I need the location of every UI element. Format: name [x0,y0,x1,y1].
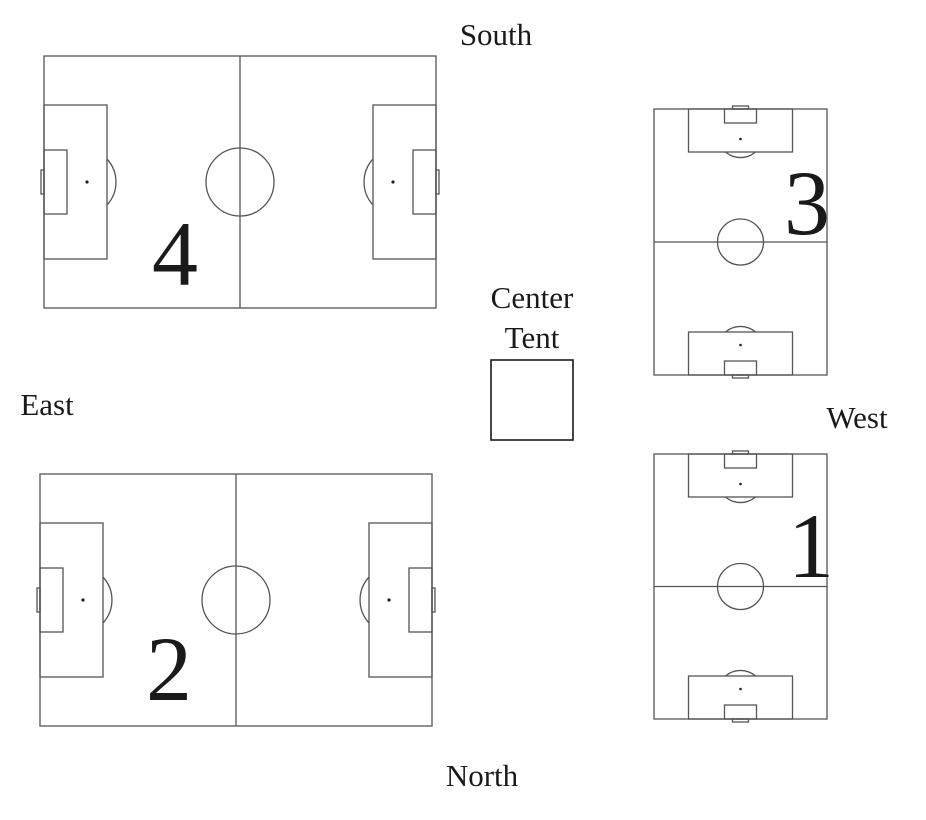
goal-right [435,169,440,195]
goal-left [40,169,45,195]
center-tent-square [490,359,574,441]
goal-right [431,587,436,613]
goal-area-right [408,567,433,633]
penalty-area-bottom [687,675,794,720]
center-tent-label-line2: Tent [505,320,560,355]
goal-bottom [731,374,750,379]
goal-area-bottom [723,360,758,376]
goal-area-left [39,567,64,633]
penalty-arc-left [102,576,113,624]
penalty-spot-bottom [739,343,742,347]
penalty-arc-right [359,576,370,624]
goal-top [731,450,750,455]
penalty-spot-top [739,137,742,141]
penalty-spot-right [391,180,395,184]
penalty-spot-top [739,482,742,486]
penalty-area-right [368,522,433,678]
soccer-field-2 [36,473,436,727]
soccer-field-4 [40,55,440,309]
penalty-arc-bottom [725,325,756,333]
center-circle [716,562,765,611]
center-circle [716,218,765,266]
goal-top [731,105,750,110]
goal-area-right [412,149,437,215]
penalty-area-left [39,522,104,678]
penalty-arc-left [106,158,117,206]
penalty-spot-right [387,598,391,602]
direction-east-label: East [20,387,74,422]
penalty-spot-bottom [739,687,742,691]
field-number-4: 4 [152,203,198,305]
field-number-2: 2 [146,618,192,720]
soccer-field-1 [653,450,828,723]
goal-bottom [731,718,750,723]
direction-west-label: West [826,400,888,435]
direction-south-label: South [460,17,533,52]
goal-area-top [723,108,758,124]
field-number-3: 3 [784,152,830,254]
penalty-spot-left [81,598,85,602]
center-tent-label-line1: Center [491,280,574,315]
direction-north-label: North [446,758,519,793]
penalty-arc-top [725,496,756,504]
goal-area-bottom [723,704,758,720]
penalty-area-right [372,104,437,260]
penalty-area-left [43,104,108,260]
penalty-spot-left [85,180,89,184]
penalty-arc-top [725,151,756,159]
penalty-arc-right [363,158,374,206]
field-number-1: 1 [788,495,834,597]
penalty-area-top [687,108,794,153]
soccer-field-3 [653,105,828,379]
goal-left [36,587,41,613]
goal-area-top [723,453,758,469]
penalty-arc-bottom [725,669,756,677]
center-circle [201,565,271,635]
penalty-area-top [687,453,794,498]
goal-area-left [43,149,68,215]
center-circle [205,147,275,217]
penalty-area-bottom [687,331,794,376]
